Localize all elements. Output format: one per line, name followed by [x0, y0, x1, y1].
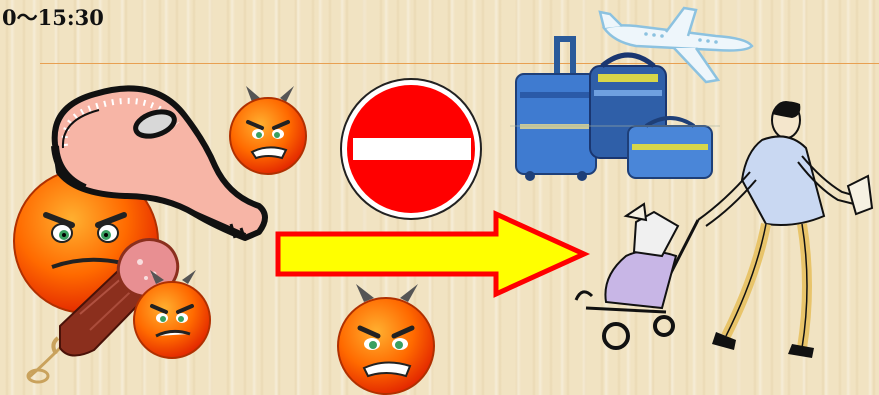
devil-face-icon — [130, 270, 214, 360]
devil-face-icon — [226, 86, 310, 178]
traveler-icon — [566, 96, 878, 358]
devil-face-icon — [330, 284, 442, 394]
time-label: 0～15:30 — [2, 2, 104, 32]
no-entry-sign-icon — [338, 78, 486, 220]
